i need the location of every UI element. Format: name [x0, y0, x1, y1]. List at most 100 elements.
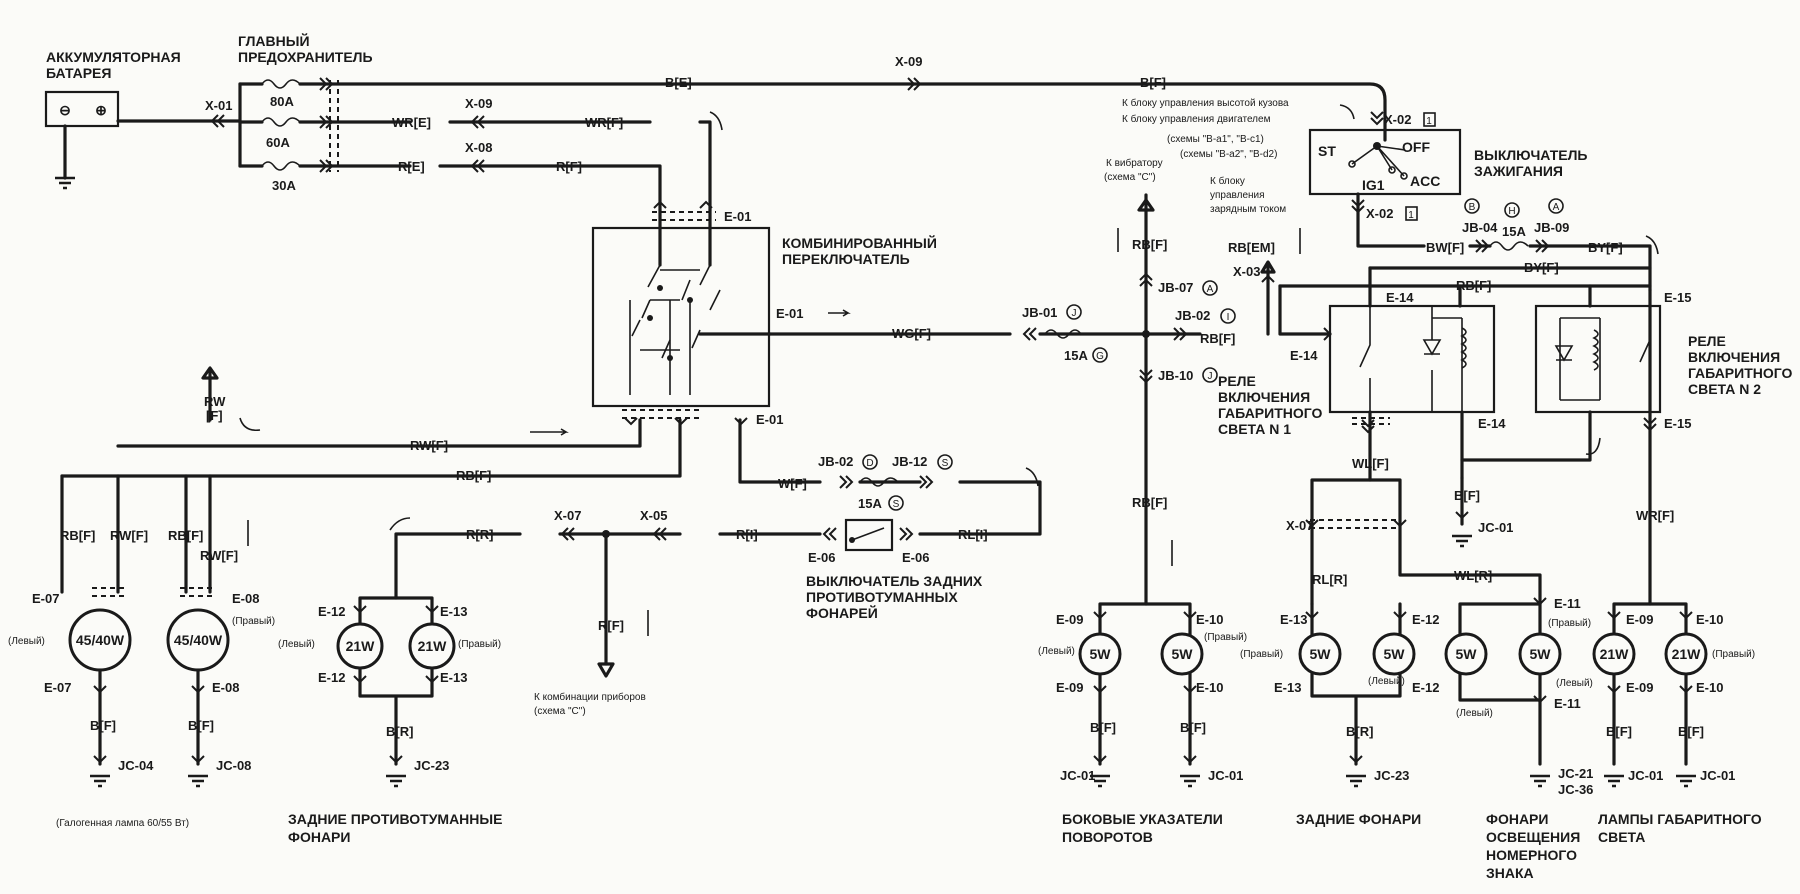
- conn-jb09: JB-09: [1534, 220, 1569, 235]
- conn-e09-top-turn: E-09: [1056, 612, 1083, 627]
- ign-st: ST: [1318, 143, 1336, 159]
- fuse-60a: 60A: [266, 135, 290, 150]
- relay2-feeds: [1588, 284, 1652, 414]
- battery-minus: ⊖: [59, 102, 71, 118]
- tail-right-rating: 5W: [1310, 646, 1332, 662]
- turn-ground-icons: [1090, 774, 1200, 788]
- rw-tail: [239, 417, 261, 432]
- x02-top-badge-box: [1423, 112, 1436, 127]
- combo-top-conn-icon: [653, 200, 713, 209]
- conn-e11-bot: E-11: [1554, 696, 1581, 711]
- wire-wf: W[F]: [778, 476, 807, 491]
- wire-wlf: WL[F]: [1352, 456, 1389, 471]
- wire-bf-park-right: B[F]: [1678, 724, 1704, 739]
- hl-connectors: [92, 587, 212, 597]
- wire-rbem: RB[EM]: [1228, 240, 1275, 255]
- wire-rf-instr-label: R[F]: [598, 618, 624, 633]
- plate-side-left: (Левый): [1456, 708, 1493, 719]
- wire-rbf-relay-label: RB[F]: [1456, 278, 1491, 293]
- fuse-15a-circle: [1092, 347, 1108, 363]
- combo-switch-label-1: КОМБИНИРОВАННЫЙ: [782, 234, 937, 251]
- wire-rwf-hl-left: RW[F]: [110, 528, 148, 543]
- hl-bot-conn-icon: [93, 685, 205, 694]
- wire-bf-top-label: B[F]: [1140, 75, 1166, 90]
- rear-fog-lamp-left: [336, 622, 384, 670]
- ign-contact-st: [1348, 160, 1356, 168]
- relay2-box: [1534, 304, 1662, 414]
- jb09-icon: [1535, 239, 1550, 253]
- plate-frame: [1458, 602, 1542, 766]
- note-halogen: (Галогенная лампа 60/55 Вт): [56, 818, 189, 829]
- arrow-up-vibrator-icon: [1137, 198, 1155, 212]
- fuse-30a: 30A: [272, 178, 296, 193]
- jb02r-circle: [1220, 308, 1236, 324]
- wire-rw-f-label: [F]: [206, 408, 223, 423]
- arrow-left-head-icon: [530, 428, 569, 436]
- relay2-coil-icon: [1592, 329, 1599, 371]
- conn-x02-top: X-02: [1384, 112, 1411, 127]
- caption-plate-2: ОСВЕЩЕНИЯ: [1486, 829, 1580, 845]
- conn-jb02-right: JB-02: [1175, 308, 1210, 323]
- caption-plate-1: ФОНАРИ: [1486, 811, 1548, 827]
- x07-right-icon: [1305, 519, 1407, 528]
- ign-contact-ig1: [1388, 166, 1396, 174]
- x02-top-icon: [1370, 111, 1384, 126]
- wire-rbf-lower: RB[F]: [1132, 495, 1167, 510]
- conn-jc01-park-l: JC-01: [1628, 768, 1663, 783]
- jb02r-circ-letter: I: [1227, 312, 1230, 323]
- ign-contact-acc: [1400, 172, 1408, 180]
- conn-x05: X-05: [640, 508, 667, 523]
- rear-fuse-conn-icons: [839, 475, 934, 489]
- x02-bot-icon: [1351, 199, 1365, 214]
- headlamp-side-right: (Правый): [232, 616, 275, 627]
- conn-jc01-turn-l: JC-01: [1060, 768, 1095, 783]
- wire-bwf: BW[F]: [1426, 240, 1464, 255]
- conn-e10-bot-park: E-10: [1696, 680, 1723, 695]
- note-body-height: К блоку управления высотой кузова: [1122, 97, 1289, 109]
- wire-rbf-head-label: RB[F]: [456, 468, 491, 483]
- wire-tail-bus: [1310, 478, 1542, 606]
- wire-r-row: [438, 164, 662, 212]
- ign-acc: ACC: [1410, 173, 1440, 189]
- plate-lamp-left: [1444, 632, 1488, 676]
- rear-fog-switch-label-3: ФОНАРЕЙ: [806, 604, 878, 621]
- jb12-circ-letter: S: [942, 458, 949, 469]
- byf-tail: [1645, 235, 1659, 255]
- conn-e07-bot: E-07: [44, 680, 71, 695]
- conn-e09-bot-turn: E-09: [1056, 680, 1083, 695]
- wire-ri: R[I]: [736, 527, 758, 542]
- conn-x02-bottom: X-02: [1366, 206, 1393, 221]
- turn-right-rating: 5W: [1172, 646, 1194, 662]
- fuse-15a-circ-letter: G: [1096, 351, 1104, 362]
- conn-e13-top-tail: E-13: [1280, 612, 1307, 627]
- jb02l-circ-letter: D: [866, 458, 873, 469]
- conn-e08-bot: E-08: [212, 680, 239, 695]
- relay1-label-4: СВЕТА N 1: [1218, 421, 1291, 437]
- ign-center: [1373, 142, 1381, 150]
- headlamp-feed-wires: [60, 474, 212, 594]
- relay1-box: [1328, 304, 1496, 414]
- rear-fog-frame: [358, 596, 434, 766]
- jb10-icon: [1139, 369, 1153, 384]
- fuse-top-circ-letter: H: [1508, 206, 1515, 217]
- ign-off: OFF: [1402, 139, 1430, 155]
- fuse-out-30-icon: [319, 159, 334, 173]
- conn-jc01-turn-r: JC-01: [1208, 768, 1243, 783]
- arrow-up-rw-icon: [201, 366, 219, 380]
- caption-park-1: ЛАМПЫ ГАБАРИТНОГО: [1598, 811, 1762, 827]
- rear-fog-side-left: (Левый): [278, 639, 315, 650]
- conn-jb10: JB-10: [1158, 368, 1193, 383]
- conn-e07-top: E-07: [32, 591, 59, 606]
- plate-right-rating: 5W: [1530, 646, 1552, 662]
- fuse-15a-top: 15A: [1502, 224, 1526, 239]
- rear-fog-switch-conn: [822, 527, 914, 541]
- rear-fog-lamp-right: [408, 622, 456, 670]
- wire-wgf-label: WG[F]: [892, 326, 931, 341]
- rear-fog-switch-label-1: ВЫКЛЮЧАТЕЛЬ ЗАДНИХ: [806, 573, 983, 589]
- battery-body: [44, 90, 120, 128]
- headlamp-left-rating: 45/40W: [76, 632, 125, 648]
- conn-e01-bottom: E-01: [756, 412, 783, 427]
- conn-e12-bot-tail: E-12: [1412, 680, 1439, 695]
